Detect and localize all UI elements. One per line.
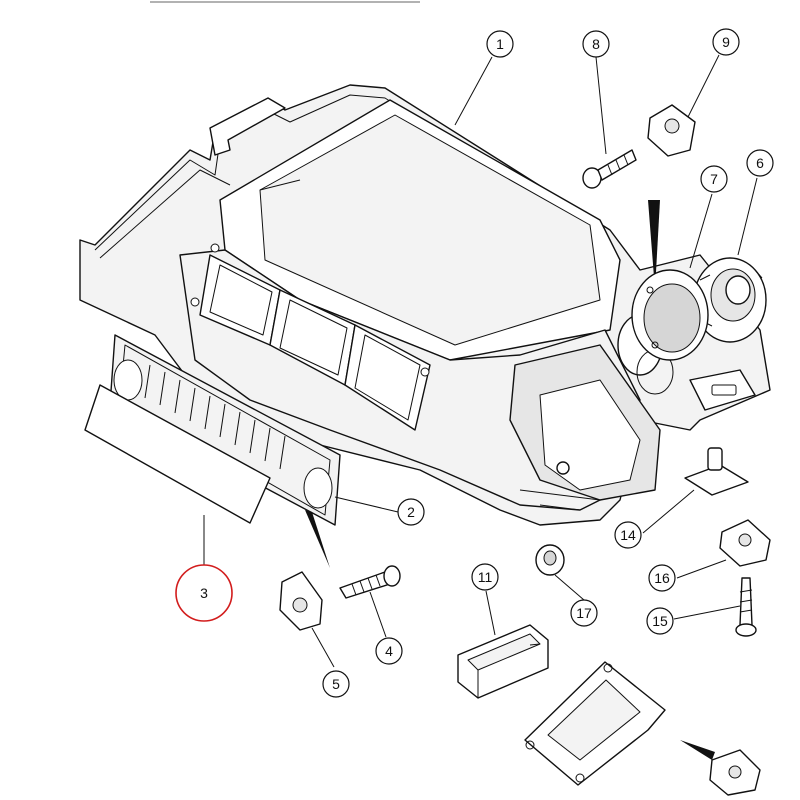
screw-part-8 [582, 149, 637, 189]
callout-4: 4 [375, 637, 403, 665]
callout-9: 9 [712, 28, 740, 56]
clip-nut-part-16 [719, 519, 771, 567]
svg-text:16: 16 [654, 570, 670, 586]
pointer-wedge-bottom [680, 740, 715, 760]
stud-clip-part-14 [684, 447, 749, 496]
leader-lines [203, 54, 758, 668]
svg-text:17: 17 [576, 605, 592, 621]
clip-nut-part-5 [279, 571, 323, 631]
pointer-wedge-2 [305, 510, 330, 568]
pointer-wedge-7 [648, 200, 660, 290]
callout-17: 17 [570, 599, 598, 627]
lens-cover [84, 384, 271, 524]
callout-3-selected[interactable]: 3 [175, 564, 233, 622]
svg-text:14: 14 [620, 527, 636, 543]
svg-text:8: 8 [592, 36, 600, 52]
callout-1: 1 [486, 30, 514, 58]
callout-5: 5 [322, 670, 350, 698]
handle-bezel [524, 661, 666, 786]
callout-7: 7 [700, 165, 728, 193]
callout-16: 16 [648, 564, 676, 592]
grommet-part-17 [535, 544, 565, 576]
speaker-part-6 [693, 257, 767, 343]
callout-8: 8 [582, 30, 610, 58]
clip-nut-part-9 [647, 104, 696, 157]
svg-text:6: 6 [756, 155, 764, 171]
callout-15: 15 [646, 607, 674, 635]
callout-14: 14 [614, 521, 642, 549]
svg-text:3: 3 [200, 585, 208, 601]
svg-text:11: 11 [478, 569, 493, 585]
switch-bezel-part-11 [457, 624, 549, 699]
svg-text:1: 1 [496, 36, 504, 52]
callout-6: 6 [746, 149, 774, 177]
callout-2: 2 [397, 498, 425, 526]
svg-text:15: 15 [652, 613, 668, 629]
callout-11: 11 [471, 563, 499, 591]
speaker-grille-part-7 [631, 269, 709, 361]
svg-text:2: 2 [407, 504, 415, 520]
svg-text:5: 5 [332, 676, 340, 692]
grille-frame [109, 334, 341, 526]
screw-part-4 [339, 565, 401, 599]
svg-text:7: 7 [710, 171, 718, 187]
screw-part-15 [735, 577, 757, 637]
clip-nut-bottom [709, 749, 761, 796]
svg-text:4: 4 [385, 643, 393, 659]
svg-text:9: 9 [722, 34, 730, 50]
